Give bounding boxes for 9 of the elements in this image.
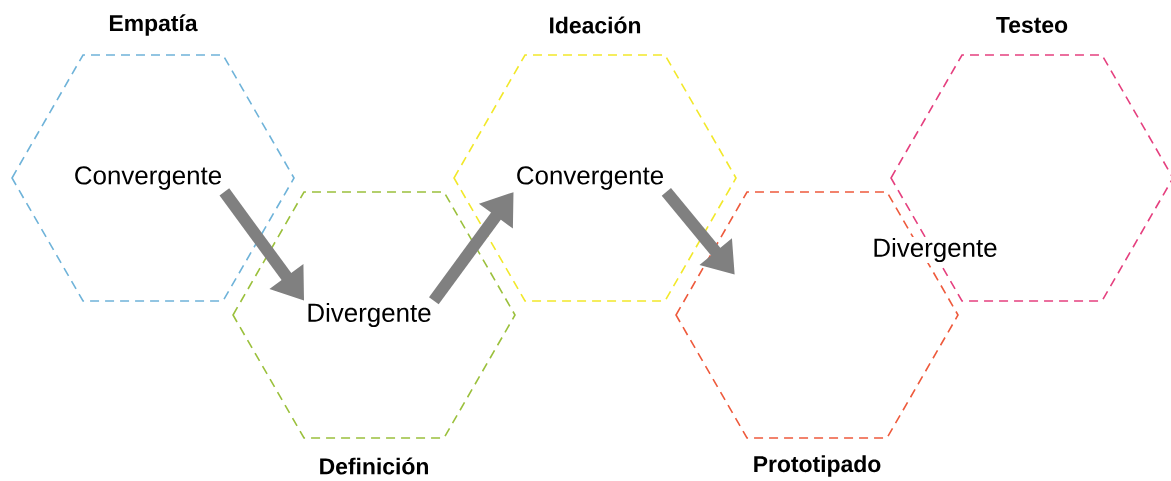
body-text: Convergente [517, 166, 663, 190]
body-text: Divergente [308, 302, 431, 328]
heading: Prototipado [754, 455, 881, 477]
heading: Testeo [996, 17, 1068, 33]
heading: Ideación [550, 16, 641, 34]
body-text: Divergente [871, 236, 999, 264]
body-text: Convergente [75, 166, 221, 190]
heading: Empatía [109, 14, 198, 36]
heading: Definición [320, 457, 428, 475]
